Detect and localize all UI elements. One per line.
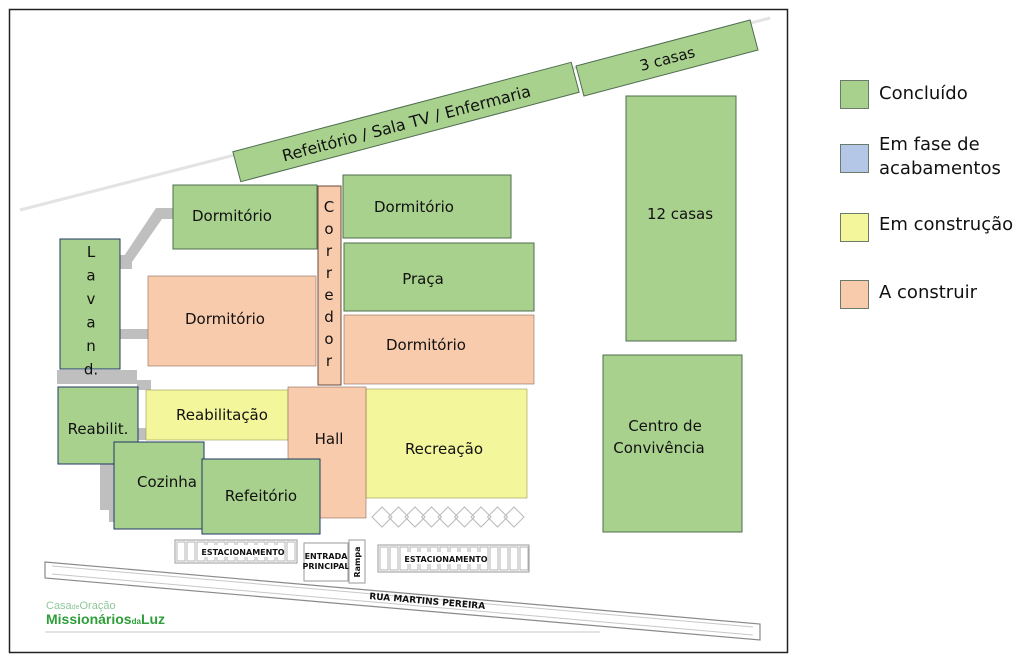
legend-swatch-acabamentos (840, 144, 869, 173)
label-12-casas: 12 casas (647, 205, 713, 223)
legend-item-a-construir: A construir (840, 280, 977, 309)
label-dormitorio-top-right: Dormitório (374, 198, 454, 216)
parking-space (379, 546, 389, 571)
label-centro-line1: Centro de (628, 417, 702, 435)
legend-item-acabamentos: Em fase de acabamentos (840, 133, 1014, 181)
parking-diamond (486, 506, 509, 528)
label-hall: Hall (315, 430, 344, 448)
label-rampa: Rampa (353, 546, 362, 577)
legend-item-concluido: Concluído (840, 80, 968, 109)
label-refeitorio: Refeitório (225, 487, 297, 505)
legend-swatch-concluido (840, 80, 869, 109)
bldg-3-casas: 3 casas (575, 19, 759, 97)
street-inner-line-1 (51, 565, 754, 628)
label-dormitorio-mid-right: Dormitório (386, 336, 466, 354)
label-dormitorio-mid-left: Dormitório (185, 310, 265, 328)
parking-space (389, 546, 399, 571)
legend-label-a-construir: A construir (879, 282, 977, 303)
logo-line2: MissionáriosdaLuz (46, 611, 165, 627)
bldg-reabilitacao (145, 389, 289, 441)
parking-space (176, 541, 186, 562)
bldg-dormitorio-mid-left (147, 275, 317, 367)
corredor-letters-char: e (324, 286, 333, 304)
bldg-cozinha (113, 441, 205, 530)
parking-diamond (437, 506, 459, 528)
parking-diamond (420, 506, 443, 528)
bldg-dormitorio-top-left (172, 184, 318, 250)
corredor-letters-char: d (324, 308, 334, 326)
parking-space (509, 546, 519, 571)
label-centro-line2: Convivência (613, 439, 704, 457)
street-inner-line-2 (51, 573, 754, 636)
parking-diamond (404, 506, 426, 528)
label-cozinha: Cozinha (137, 473, 197, 491)
parking-diamond (453, 506, 476, 528)
legend-label-construcao: Em construção (879, 214, 1014, 235)
label-reabilit: Reabilit. (68, 420, 129, 438)
lavand-letters-char: v (87, 290, 96, 308)
label-dormitorio-top-left: Dormitório (192, 207, 272, 225)
label-praca: Praça (402, 270, 444, 288)
path-gap (100, 510, 109, 522)
label-recreacao: Recreação (405, 440, 483, 458)
parking-diamond (387, 506, 410, 528)
lavand-letters-char: L (87, 243, 96, 261)
parking-space (489, 546, 499, 571)
parking-diamond (470, 506, 492, 528)
legend-label-concluido: Concluído (879, 83, 968, 104)
bldg-recreacao (365, 388, 528, 499)
parking-space (286, 541, 296, 562)
bldg-lavanderia (59, 238, 121, 370)
parking-space (186, 541, 196, 562)
corredor-letters-char: o (324, 220, 333, 238)
parking-space (519, 546, 529, 571)
lavand-letters-char: a (86, 267, 95, 285)
logo: CasadeOração MissionáriosdaLuz (46, 600, 165, 627)
entrada-principal (303, 542, 349, 582)
corredor-letters-char: r (326, 242, 333, 260)
parking-diamond (503, 506, 525, 528)
bldg-12-casas (625, 95, 737, 342)
parking-left: ESTACIONAMENTO (174, 539, 298, 564)
corredor-letters-char: o (324, 330, 333, 348)
bldg-refeitorio (201, 458, 321, 535)
label-estacionamento-right: ESTACIONAMENTO (404, 555, 487, 564)
legend-swatch-construcao (840, 213, 869, 242)
lavand-letters-char: a (86, 314, 95, 332)
bldg-centro-convivencia (602, 354, 743, 533)
corredor-letters-char: r (326, 264, 333, 282)
bldg-dormitorio-top-right (342, 174, 512, 239)
legend-swatch-a-construir (840, 280, 869, 309)
parking-space (499, 546, 509, 571)
rampa (348, 539, 366, 584)
bldg-praca (343, 242, 535, 312)
label-entrada-line2: PRINCIPAL (303, 562, 350, 571)
legend-item-construcao: Em construção (840, 213, 1013, 242)
label-reabilitacao: Reabilitação (176, 406, 268, 424)
parking-diamond (371, 506, 393, 528)
corredor-letters-char: C (324, 198, 334, 216)
corredor-letters-char: r (326, 352, 333, 370)
legend-label-acabamentos: Em fase de acabamentos (879, 134, 1001, 179)
logo-line1: CasadeOração (46, 600, 116, 612)
label-entrada-line1: ENTRADA (305, 552, 349, 561)
lavand-letters-char: n (86, 337, 96, 355)
lavand-letters-char: d. (84, 361, 98, 379)
label-estacionamento-left: ESTACIONAMENTO (201, 548, 284, 557)
bldg-corredor (317, 185, 342, 386)
bldg-dormitorio-mid-right (343, 314, 535, 385)
diagonal-parking-marks (371, 506, 525, 528)
parking-right: ESTACIONAMENTO (377, 544, 530, 573)
